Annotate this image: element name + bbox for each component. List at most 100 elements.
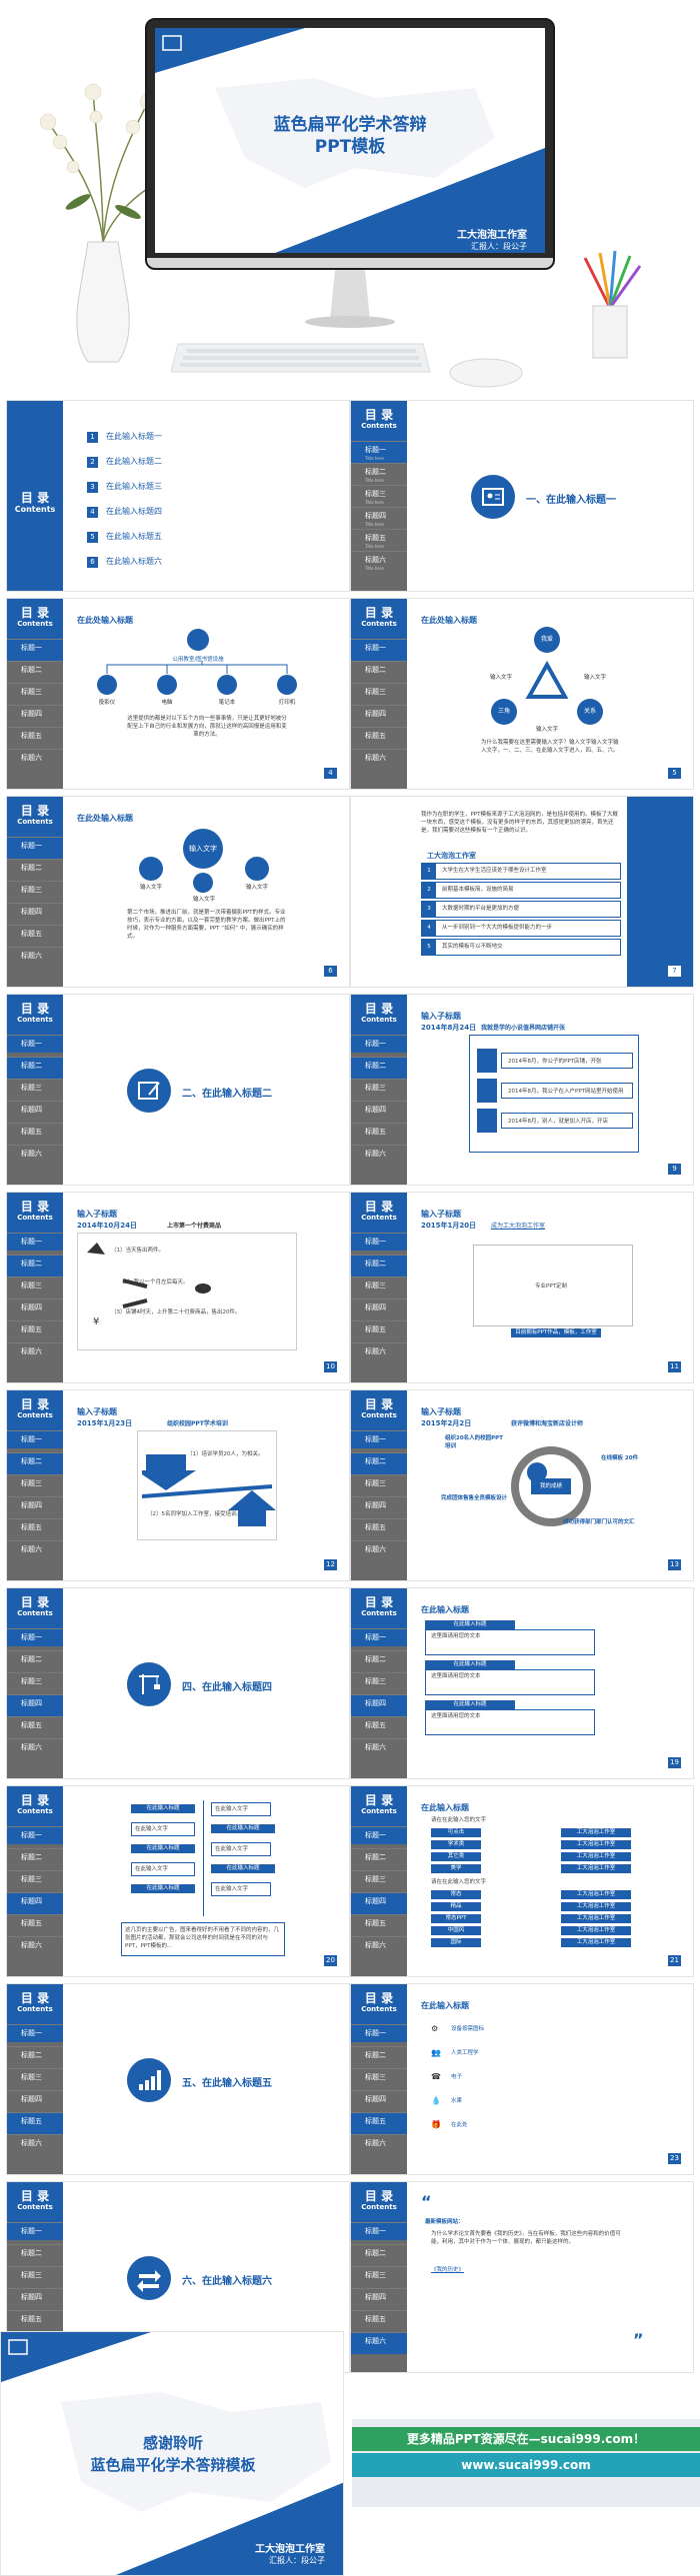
sidebar-item-3[interactable]: 标题三	[7, 1870, 63, 1892]
sidebar-item-1[interactable]: 标题一	[7, 2024, 63, 2046]
sidebar-item-2[interactable]: 标题二	[351, 1057, 407, 1079]
sidebar-item-2[interactable]: 标题二	[7, 661, 63, 683]
sidebar-item-4[interactable]: 标题四	[7, 1298, 63, 1320]
sidebar-item-4[interactable]: 标题四	[351, 2288, 407, 2310]
sidebar-item-3[interactable]: 标题三	[7, 2068, 63, 2090]
sidebar-item-1[interactable]: 标题一	[351, 1628, 407, 1650]
sidebar-item-5[interactable]: 标题五	[7, 1914, 63, 1936]
sidebar-item-5[interactable]: 标题五	[7, 1320, 63, 1342]
sidebar-item-1[interactable]: 标题一	[351, 2024, 407, 2046]
sidebar-item-4[interactable]: 标题四	[351, 1892, 407, 1914]
sidebar-item-6[interactable]: 标题六	[351, 1738, 407, 1760]
sidebar-item-2[interactable]: 标题二	[351, 2046, 407, 2068]
sidebar-item-6[interactable]: 标题六	[351, 1145, 407, 1167]
sidebar-item-4[interactable]: 标题四	[7, 1496, 63, 1518]
sidebar-item-6[interactable]: 标题六	[7, 947, 63, 969]
promo-line1[interactable]: 更多精品PPT资源尽在—sucai999.com！	[352, 2427, 700, 2451]
sidebar-item-3[interactable]: 标题三	[7, 1079, 63, 1101]
sidebar-item-2[interactable]: 标题二	[7, 2244, 63, 2266]
sidebar-item-4[interactable]: 标题四	[7, 705, 63, 727]
sidebar-item-4[interactable]: 标题四	[7, 2288, 63, 2310]
slide-title-link[interactable]: 成为工大泡泡工作室	[491, 1223, 546, 1230]
sidebar-item-6[interactable]: 标题六	[7, 1540, 63, 1562]
sidebar-item-4[interactable]: 标题四	[351, 1101, 407, 1123]
sidebar-item-3[interactable]: 标题三	[7, 1277, 63, 1298]
sidebar-item-4[interactable]: 标题四	[351, 1694, 407, 1716]
sidebar-item-6[interactable]: 标题六	[7, 2134, 63, 2156]
sidebar-item-1[interactable]: 标题一	[351, 1826, 407, 1848]
sidebar-item-3[interactable]: 标题三	[351, 1672, 407, 1694]
sidebar-item-1[interactable]: 标题一	[351, 1233, 407, 1255]
sidebar-item-2[interactable]: 标题二	[7, 2046, 63, 2068]
sidebar-item-3[interactable]: 标题三	[351, 2266, 407, 2288]
sidebar-item-5[interactable]: 标题五	[351, 1518, 407, 1540]
sidebar-item-3[interactable]: 标题三	[351, 1079, 407, 1101]
sidebar-item-5[interactable]: 标题五	[7, 925, 63, 947]
sidebar-item-3[interactable]: 标题三	[7, 2266, 63, 2288]
sidebar-item-2[interactable]: 标题二	[351, 2244, 407, 2266]
sidebar-item-6[interactable]: 标题六	[351, 2332, 407, 2354]
sidebar-item-2[interactable]: 标题二	[7, 1650, 63, 1672]
sidebar-item-3[interactable]: 标题三	[7, 1672, 63, 1694]
sidebar-item-6[interactable]: 标题六	[351, 1936, 407, 1958]
sidebar-item-2[interactable]: 标题二	[7, 1452, 63, 1474]
sidebar-item-5[interactable]: 标题五	[7, 727, 63, 749]
sidebar-item-4[interactable]: 标题四	[351, 1298, 407, 1320]
sidebar-item-2[interactable]: 标题二	[351, 1650, 407, 1672]
sidebar-item-6[interactable]: 标题六	[7, 1738, 63, 1760]
sidebar-item-2[interactable]: 标题二	[351, 1255, 407, 1277]
sidebar-item-6[interactable]: 标题六	[7, 1342, 63, 1364]
sidebar-item-4[interactable]: 标题四	[7, 1694, 63, 1716]
sidebar-item-6[interactable]: 标题六	[7, 1145, 63, 1167]
sidebar-item-5[interactable]: 标题五	[7, 2310, 63, 2332]
sidebar-item-4[interactable]: 标题四	[7, 903, 63, 925]
sidebar-item-5[interactable]: 标题五	[7, 1518, 63, 1540]
sidebar-item-2[interactable]: 标题二	[351, 1848, 407, 1870]
sidebar-item-4[interactable]: 标题四	[7, 1892, 63, 1914]
sidebar-item-5[interactable]: 标题五	[351, 727, 407, 749]
sidebar-item-5[interactable]: 标题五	[7, 1123, 63, 1145]
sidebar-item-4[interactable]: 标题四	[7, 2090, 63, 2112]
sidebar-item-5[interactable]: 标题五	[7, 2112, 63, 2134]
sidebar-item-6[interactable]: 标题六	[351, 749, 407, 771]
sidebar-item-3[interactable]: 标题三	[7, 1474, 63, 1496]
sidebar-item-6[interactable]: 标题六	[351, 1342, 407, 1364]
sidebar-item-1[interactable]: 标题一	[7, 639, 63, 661]
sidebar-item-1[interactable]: 标题一	[7, 1430, 63, 1452]
sidebar-item-2[interactable]: 标题二	[351, 661, 407, 683]
sidebar-item-2[interactable]: 标题二	[7, 1057, 63, 1079]
sidebar-item-2[interactable]: 标题二	[7, 1848, 63, 1870]
sidebar-item-5[interactable]: 标题五	[7, 1716, 63, 1738]
sidebar-item-1[interactable]: 标题一	[7, 837, 63, 859]
sidebar-item-5[interactable]: 标题五	[351, 1123, 407, 1145]
sidebar-item-2[interactable]: 标题二	[351, 1452, 407, 1474]
sidebar-item-5[interactable]: 标题五	[351, 1320, 407, 1342]
sidebar-item-3[interactable]: 标题三	[351, 683, 407, 705]
sidebar-item-3[interactable]: 标题三	[351, 2068, 407, 2090]
sidebar-item-6[interactable]: 标题六	[7, 1936, 63, 1958]
sidebar-item-3[interactable]: 标题三	[351, 1474, 407, 1496]
sidebar-item-5[interactable]: 标题五	[351, 1716, 407, 1738]
sidebar-item-2[interactable]: 标题二	[7, 1255, 63, 1277]
sidebar-item-5[interactable]: 标题五	[351, 1914, 407, 1936]
sidebar-item-3[interactable]: 标题三	[7, 881, 63, 903]
sidebar-item-4[interactable]: 标题四	[351, 705, 407, 727]
sidebar-item-1[interactable]: 标题一	[7, 1826, 63, 1848]
sidebar-item-1[interactable]: 标题一	[351, 1430, 407, 1452]
sidebar-item-5[interactable]: 标题五	[351, 2310, 407, 2332]
promo-url[interactable]: www.sucai999.com	[352, 2453, 700, 2477]
sidebar-item-1[interactable]: 标题一	[7, 1035, 63, 1057]
sidebar-item-3[interactable]: 标题三	[7, 683, 63, 705]
